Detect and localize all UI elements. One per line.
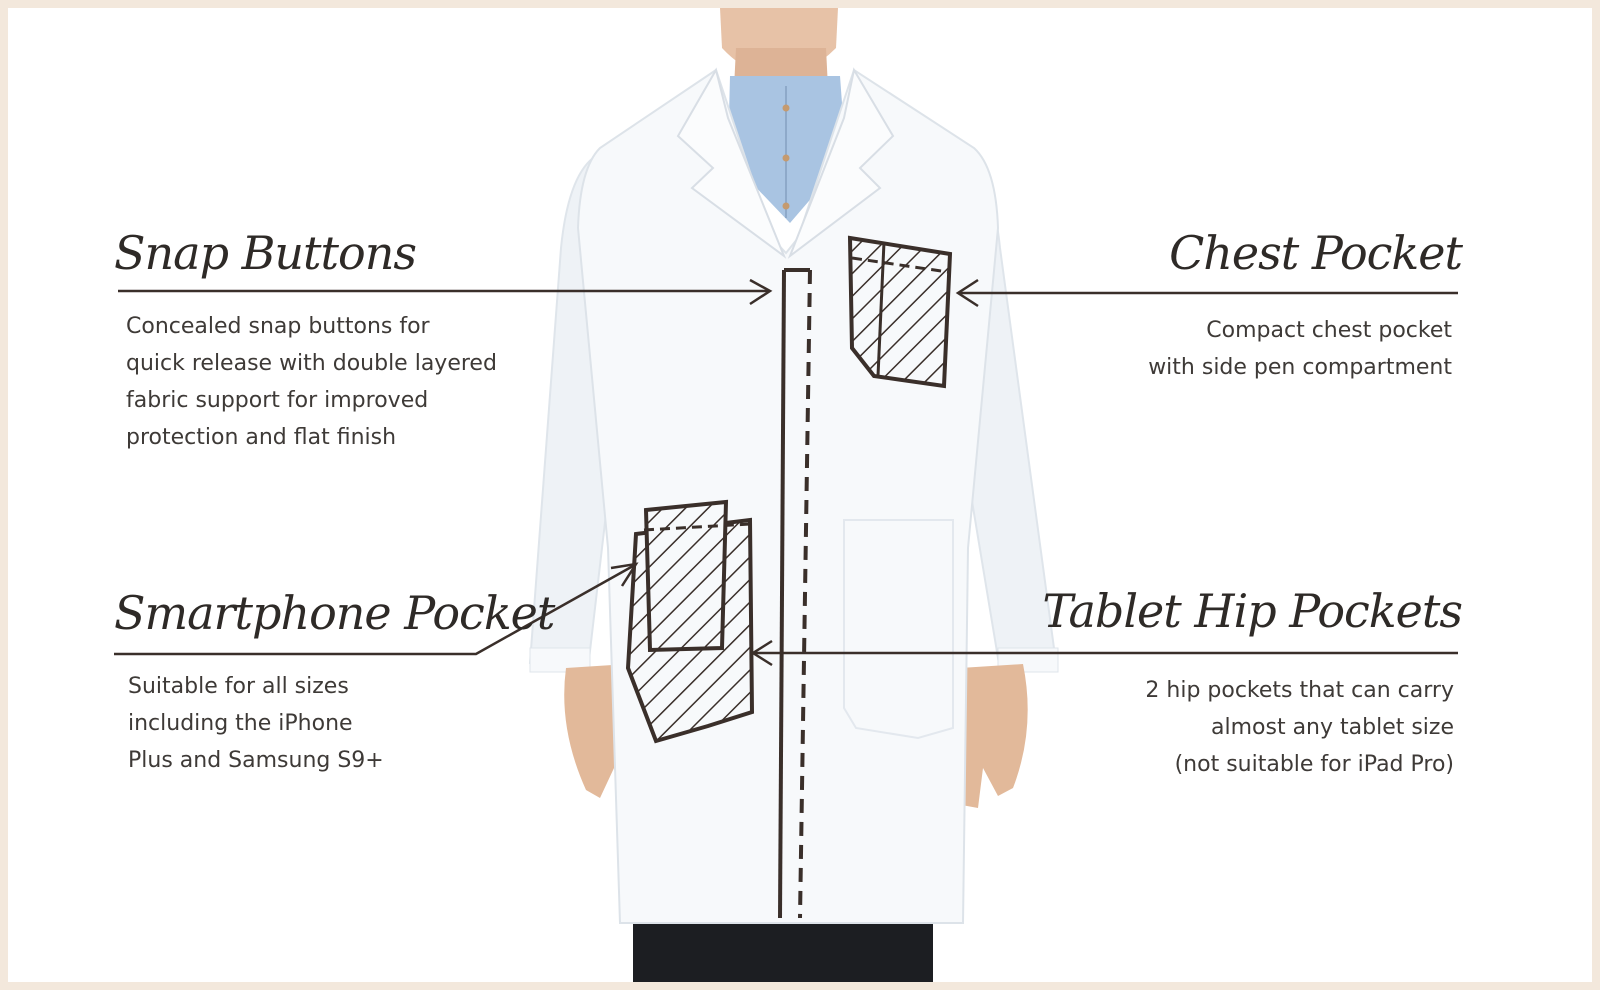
feature-tablet-hip-pockets: Tablet Hip Pockets 2 hip pockets that ca…	[1042, 584, 1463, 783]
snap-buttons-callout	[118, 278, 773, 306]
description-line: Suitable for all sizes	[128, 674, 349, 699]
right-hand	[954, 664, 1028, 808]
lab-coat-illustration	[114, 8, 1458, 982]
hip-pocket-outline	[843, 519, 954, 740]
feature-heading: Tablet Hip Pockets	[1042, 584, 1463, 638]
chest-pocket-sketch	[847, 235, 953, 389]
feature-description: Compact chest pocket with side pen compa…	[1148, 312, 1452, 386]
feature-description: 2 hip pockets that can carry almost any …	[1042, 672, 1454, 783]
feature-heading: Snap Buttons	[114, 226, 417, 280]
shirt-button	[782, 104, 790, 112]
chest-pocket-callout	[955, 278, 1458, 308]
description-line: with side pen compartment	[1148, 355, 1452, 380]
feature-snap-buttons: Snap Buttons Concealed snap buttons for …	[114, 230, 497, 456]
right-lapel	[787, 67, 895, 259]
feature-heading: Smartphone Pocket	[114, 586, 555, 640]
description-line: almost any tablet size	[1211, 715, 1454, 740]
description-line: Compact chest pocket	[1206, 318, 1452, 343]
smartphone-pocket-callout	[114, 562, 639, 656]
product-infographic: Snap Buttons Concealed snap buttons for …	[8, 8, 1592, 982]
trousers	[633, 913, 933, 982]
feature-chest-pocket: Chest Pocket Compact chest pocket with s…	[1148, 226, 1463, 386]
shirt-button	[782, 202, 790, 210]
description-line: quick release with double layered	[126, 351, 497, 376]
feature-description: Suitable for all sizes including the iPh…	[128, 668, 554, 779]
feature-description: Concealed snap buttons for quick release…	[126, 308, 497, 456]
description-line: fabric support for improved	[126, 388, 429, 413]
description-line: (not suitable for iPad Pro)	[1174, 752, 1454, 777]
feature-smartphone-pocket: Smartphone Pocket Suitable for all sizes…	[114, 586, 555, 779]
tablet-hip-pockets-callout	[750, 639, 1458, 667]
description-line: 2 hip pockets that can carry	[1145, 678, 1454, 703]
placket-stitch	[798, 269, 812, 919]
feature-heading: Chest Pocket	[1169, 226, 1463, 280]
placket-line	[778, 269, 786, 919]
shirt-button	[782, 154, 790, 162]
description-line: Plus and Samsung S9+	[128, 748, 384, 773]
description-line: including the iPhone	[128, 711, 353, 736]
left-lapel	[676, 67, 787, 259]
description-line: Concealed snap buttons for	[126, 314, 430, 339]
description-line: protection and flat finish	[126, 425, 397, 450]
